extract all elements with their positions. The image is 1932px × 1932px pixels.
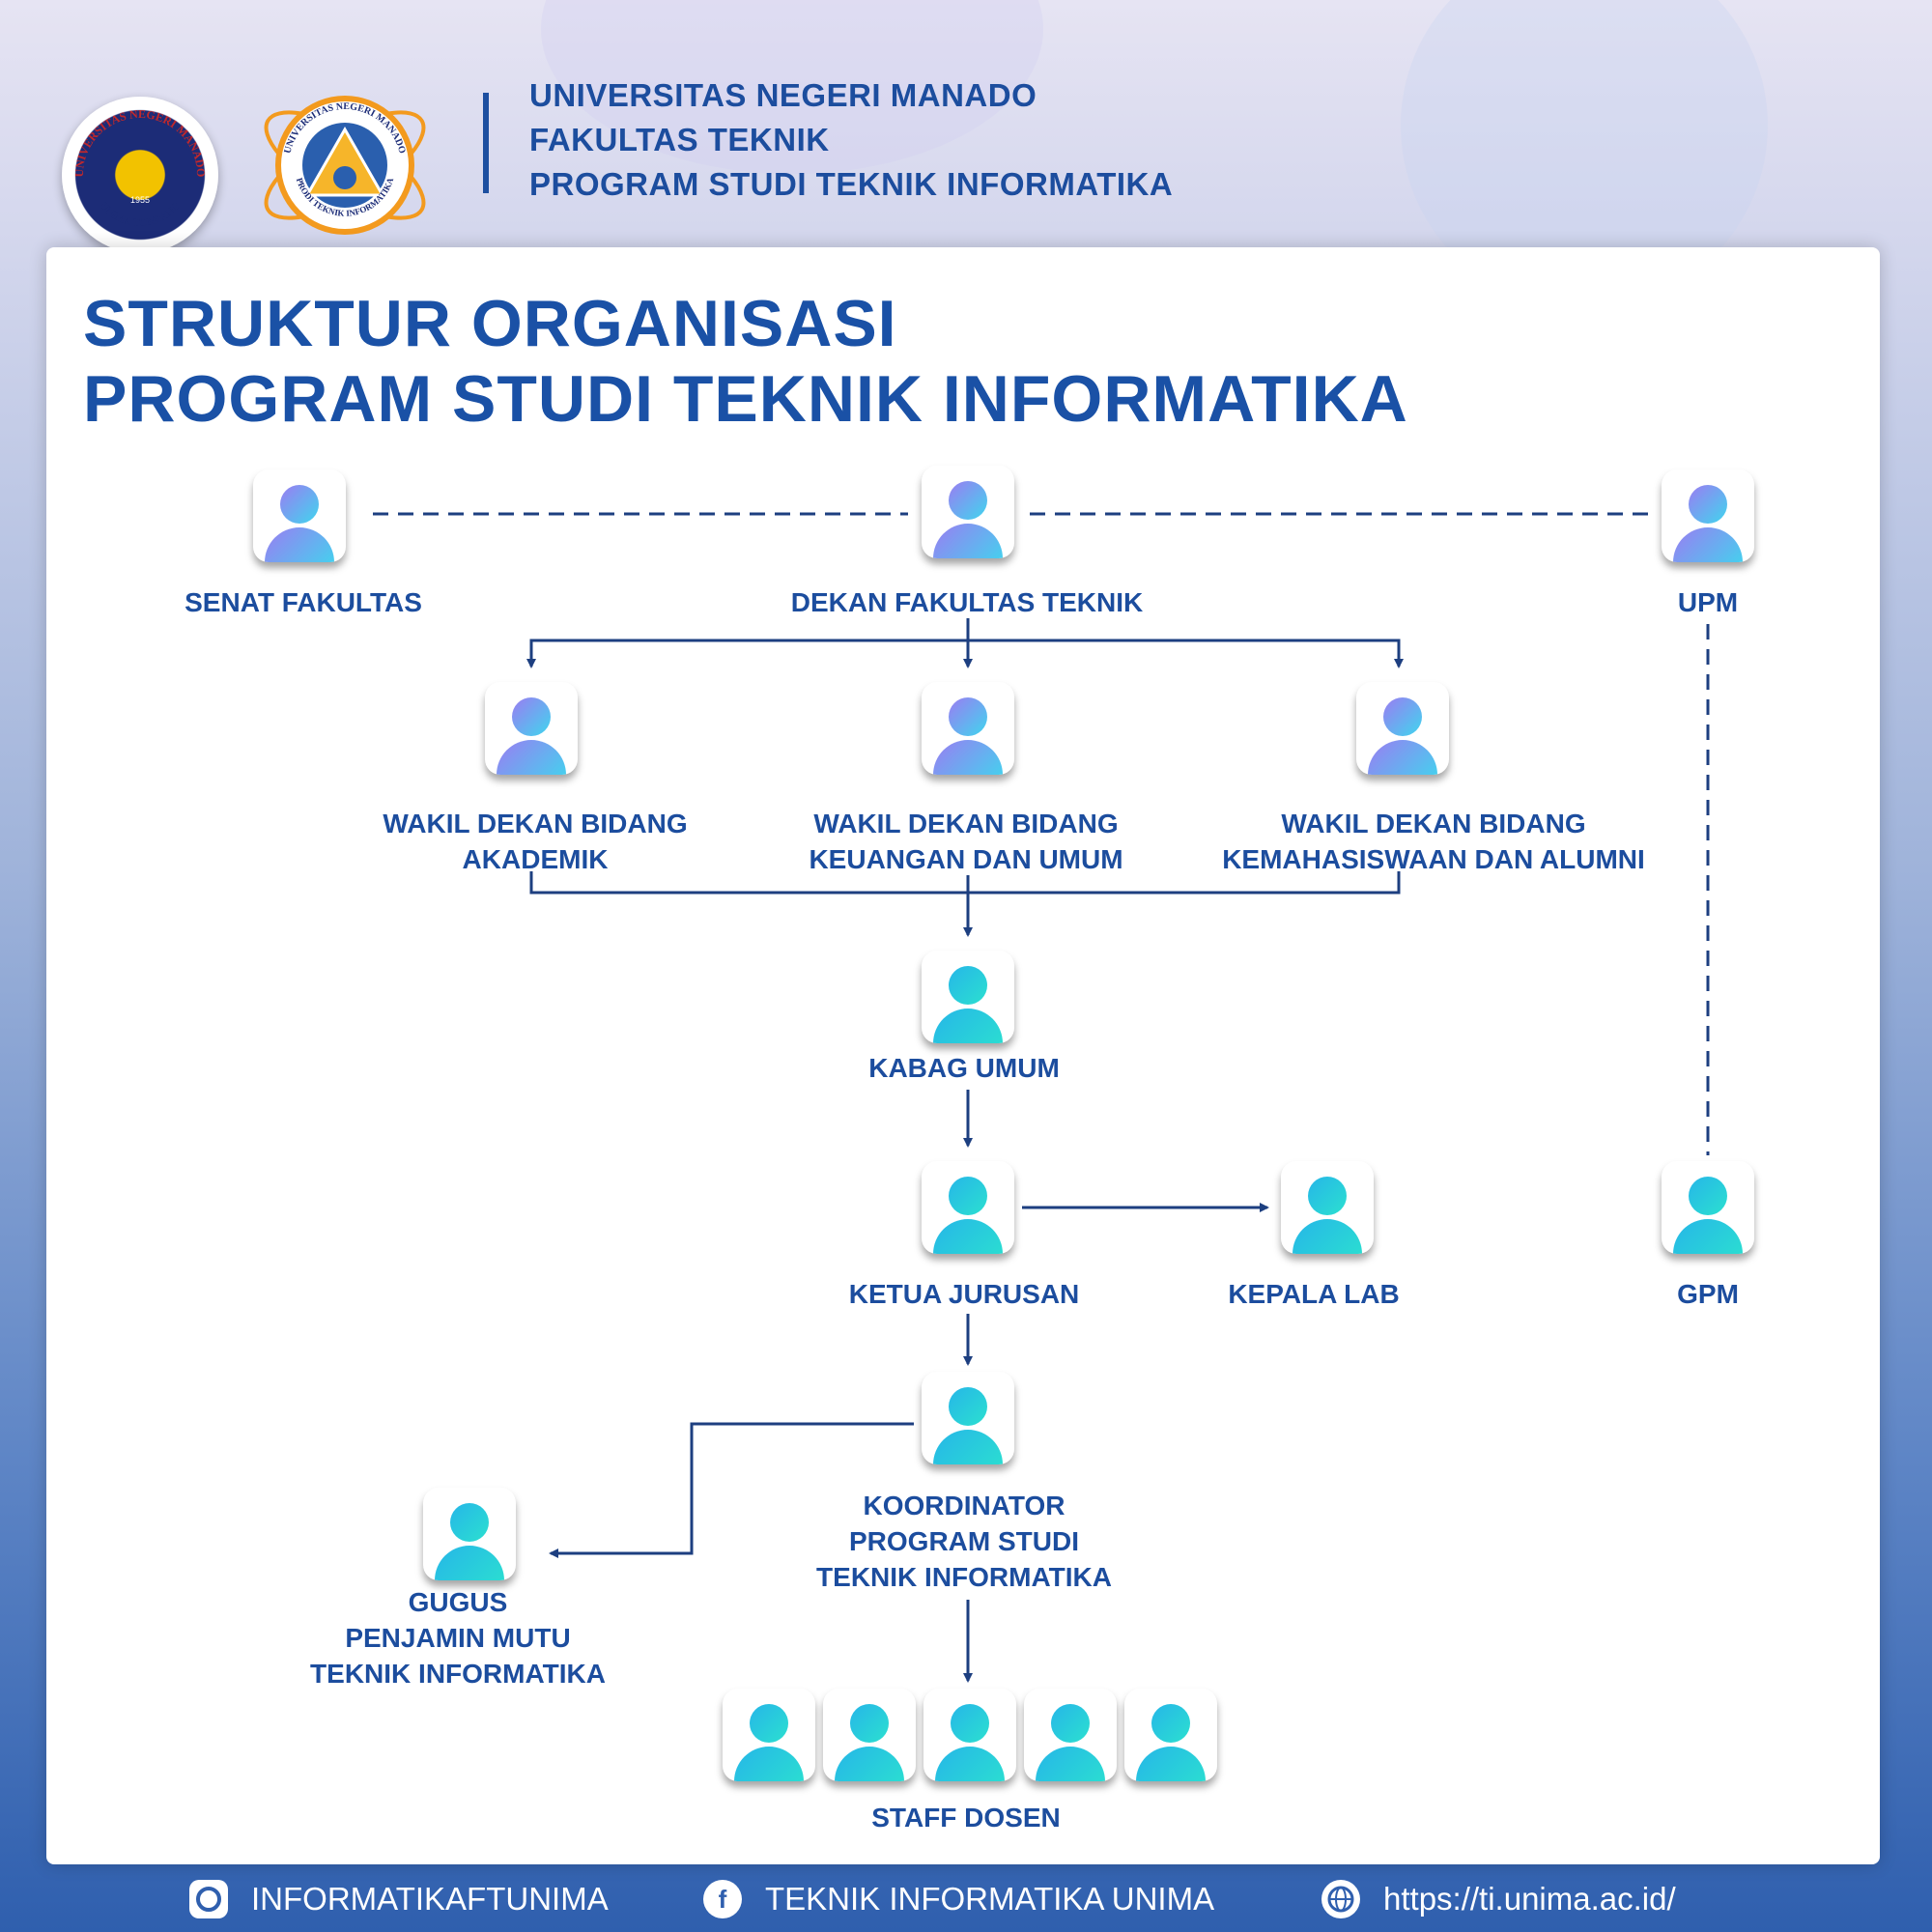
- gugus-label-line3: TEKNIK INFORMATIKA: [310, 1659, 606, 1689]
- instagram-handle: INFORMATIKAFTUNIMA: [251, 1881, 609, 1917]
- staff-avatar-icon: [1124, 1689, 1217, 1781]
- wd-akademik-avatar-icon: [485, 682, 578, 775]
- instagram-icon: [189, 1880, 228, 1918]
- kabag-avatar-icon: [922, 951, 1014, 1043]
- gugus-label-line1: GUGUS: [408, 1587, 508, 1617]
- dekan-avatar-icon: [922, 466, 1014, 558]
- upm-avatar-icon: [1662, 469, 1754, 562]
- header-divider: [483, 93, 489, 193]
- gpm-avatar-icon: [1662, 1161, 1754, 1254]
- facebook-page: TEKNIK INFORMATIKA UNIMA: [765, 1881, 1215, 1917]
- koordinator-gugus-arrow: [549, 1422, 914, 1558]
- koordinator-label-line2: PROGRAM STUDI: [849, 1526, 1079, 1556]
- unima-logo-text: UNIVERSITAS NEGERI MANADO UNIMA TONDANO …: [72, 107, 208, 229]
- instagram-link[interactable]: INFORMATIKAFTUNIMA: [189, 1880, 609, 1918]
- staff-avatar-icon: [823, 1689, 916, 1781]
- wd-kemahasiswaan-label-line1: WAKIL DEKAN BIDANG: [1281, 809, 1586, 838]
- facebook-icon: f: [703, 1880, 742, 1918]
- kepala-lab-label: KEPALA LAB: [1228, 1279, 1400, 1309]
- faculty-name: FAKULTAS TEKNIK: [529, 122, 830, 157]
- gpm-label: GPM: [1677, 1279, 1739, 1309]
- staff-avatar-icon: [923, 1689, 1016, 1781]
- university-name: UNIVERSITAS NEGERI MANADO: [529, 77, 1037, 113]
- koordinator-label-line3: TEKNIK INFORMATIKA: [816, 1562, 1112, 1592]
- dekan-wd-bracket: [529, 639, 1401, 667]
- globe-icon: [1321, 1880, 1360, 1918]
- staff-avatar-icon: [1024, 1689, 1117, 1781]
- koordinator-avatar-icon: [922, 1372, 1014, 1464]
- facebook-link[interactable]: f TEKNIK INFORMATIKA UNIMA: [703, 1880, 1214, 1918]
- wd-akademik-label: WAKIL DEKAN BIDANG AKADEMIK: [383, 806, 687, 877]
- wd-keuangan-label-line1: WAKIL DEKAN BIDANG: [813, 809, 1119, 838]
- koordinator-label-line1: KOORDINATOR: [863, 1491, 1065, 1520]
- kabag-label: KABAG UMUM: [868, 1053, 1060, 1083]
- page-title-line1: STRUKTUR ORGANISASI: [83, 287, 897, 360]
- staff-label: STAFF DOSEN: [871, 1803, 1061, 1833]
- wd-kabag-bracket: [529, 871, 1401, 895]
- wd-kemahasiswaan-label-line2: KEMAHASISWAAN DAN ALUMNI: [1222, 844, 1645, 874]
- ketua-avatar-icon: [922, 1161, 1014, 1254]
- gugus-label: GUGUS PENJAMIN MUTU TEKNIK INFORMATIKA: [310, 1584, 606, 1691]
- staff-avatar-icon: [723, 1689, 815, 1781]
- gugus-avatar-icon: [423, 1488, 516, 1580]
- wd-akademik-label-line2: AKADEMIK: [462, 844, 609, 874]
- website-link[interactable]: https://ti.unima.ac.id/: [1321, 1880, 1676, 1918]
- upm-label: UPM: [1677, 587, 1739, 617]
- program-name: PROGRAM STUDI TEKNIK INFORMATIKA: [529, 166, 1174, 202]
- prodi-logo: UNIVERSITAS NEGERI MANADO PRODI TEKNIK I…: [264, 96, 426, 235]
- kepala-lab-avatar-icon: [1281, 1161, 1374, 1254]
- wd-akademik-label-line1: WAKIL DEKAN BIDANG: [383, 809, 688, 838]
- koordinator-label: KOORDINATOR PROGRAM STUDI TEKNIK INFORMA…: [816, 1488, 1112, 1595]
- wd-keuangan-label: WAKIL DEKAN BIDANG KEUANGAN DAN UMUM: [809, 806, 1122, 877]
- ketua-label: KETUA JURUSAN: [848, 1279, 1080, 1309]
- wd-keuangan-label-line2: KEUANGAN DAN UMUM: [809, 844, 1123, 874]
- wd-kemahasiswaan-label: WAKIL DEKAN BIDANG KEMAHASISWAAN DAN ALU…: [1222, 806, 1645, 877]
- unima-logo: UNIVERSITAS NEGERI MANADO UNIMA TONDANO …: [62, 97, 218, 253]
- senat-avatar-icon: [253, 469, 346, 562]
- gugus-label-line2: PENJAMIN MUTU: [345, 1623, 571, 1653]
- dekan-label: DEKAN FAKULTAS TEKNIK: [790, 587, 1144, 617]
- page-title-line2: PROGRAM STUDI TEKNIK INFORMATIKA: [83, 362, 1408, 436]
- website-url: https://ti.unima.ac.id/: [1383, 1881, 1676, 1917]
- wd-keuangan-avatar-icon: [922, 682, 1014, 775]
- senat-label: SENAT FAKULTAS: [185, 587, 422, 617]
- unima-logo-year: 1955: [130, 195, 150, 205]
- wd-kemahasiswaan-avatar-icon: [1356, 682, 1449, 775]
- header: UNIVERSITAS NEGERI MANADO UNIMA TONDANO …: [0, 0, 1932, 253]
